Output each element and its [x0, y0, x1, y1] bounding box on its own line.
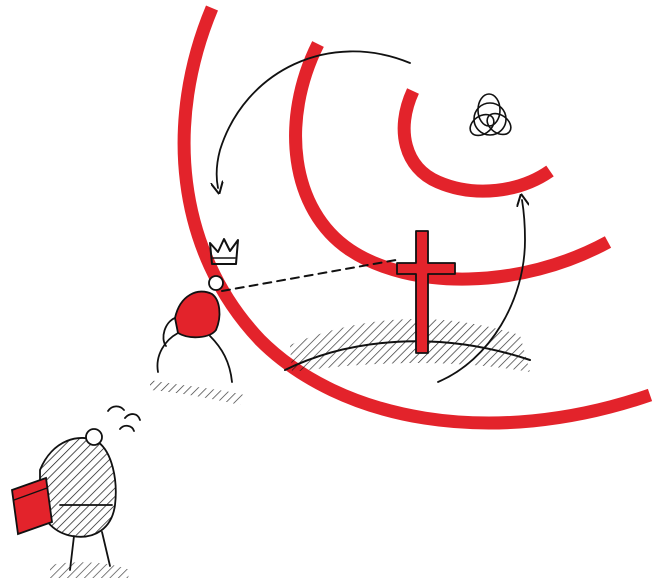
motion-marks-icon — [108, 406, 140, 431]
inner-arc-icon — [404, 91, 550, 191]
middle-arc-icon — [296, 44, 608, 279]
trinity-knot-icon — [466, 94, 515, 140]
return-arrow-icon — [217, 51, 410, 188]
book-icon — [12, 478, 52, 534]
hill-icon — [285, 319, 530, 372]
reading-figure-icon — [40, 429, 130, 578]
